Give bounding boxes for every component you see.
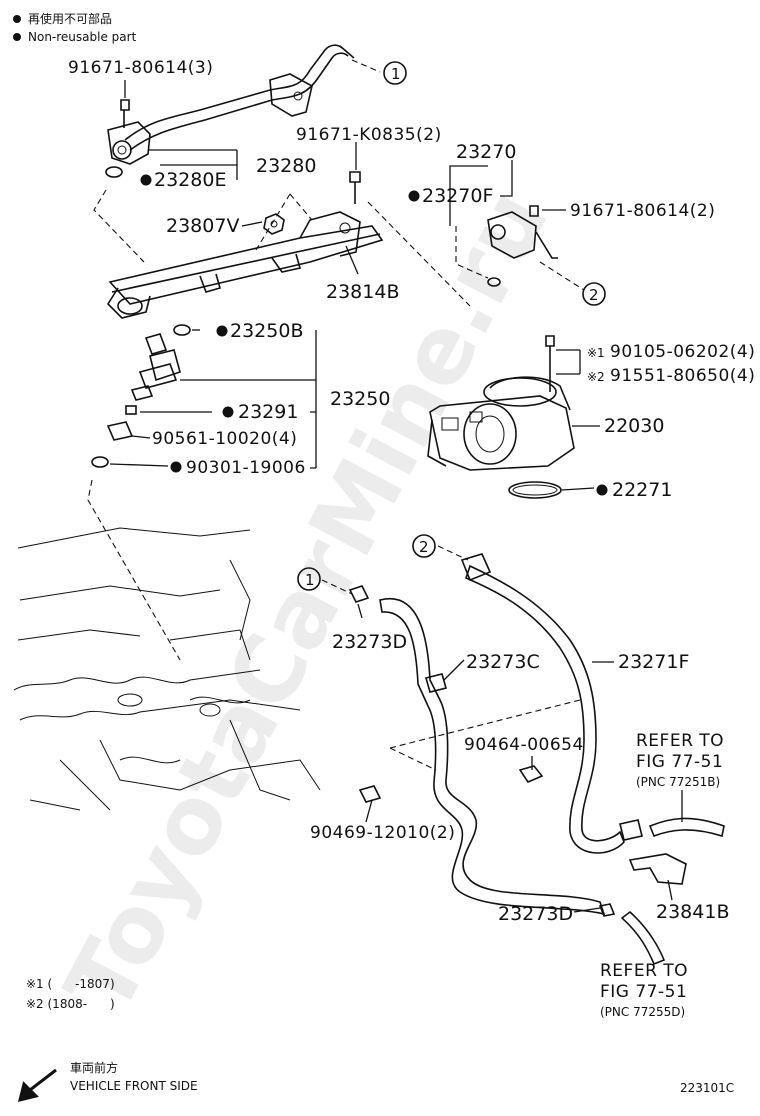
- figure-id: 223101C: [680, 1081, 734, 1095]
- label-23814B[interactable]: 23814B: [326, 281, 399, 303]
- label-23250B[interactable]: 23250B: [230, 320, 303, 342]
- label-91671-80614-2[interactable]: 91671-80614(2): [570, 201, 715, 221]
- label-91671-K0835-2[interactable]: 91671-K0835(2): [296, 125, 442, 145]
- label-91671-80614-3[interactable]: 91671-80614(3): [68, 58, 213, 78]
- legend: 再使用不可部品 Non-reusable part: [13, 11, 137, 44]
- label-90561-10020-4[interactable]: 90561-10020(4): [152, 429, 297, 449]
- refer-block-77251B[interactable]: REFER TO FIG 77-51 (PNC 77251B): [636, 731, 724, 789]
- callout-2-right: 2: [582, 282, 606, 306]
- callout-2-lower-text: 2: [419, 538, 429, 556]
- label-23280E[interactable]: 23280E: [154, 169, 226, 191]
- front-label-jp: 車両前方: [70, 1060, 118, 1075]
- nonreusable-dot-23270F: [408, 190, 420, 202]
- refer-2-line1: REFER TO: [600, 961, 688, 981]
- refer-1-line2: FIG 77-51: [636, 752, 723, 772]
- refer-2-line3: (PNC 77255D): [600, 1005, 685, 1019]
- mark-1: ※1: [587, 346, 605, 360]
- label-23270[interactable]: 23270: [456, 141, 516, 163]
- fuel-hoses: [348, 553, 725, 966]
- nonreusable-dot-22271: [596, 484, 608, 496]
- fuel-pipe-assembly: [107, 44, 355, 165]
- fuel-injector: [91, 166, 191, 468]
- label-23273D-top[interactable]: 23273D: [332, 631, 407, 653]
- refer-1-line1: REFER TO: [636, 731, 724, 751]
- label-90301-19006[interactable]: 90301-19006: [186, 458, 306, 478]
- label-90464-00654[interactable]: 90464-00654: [464, 735, 584, 755]
- mark-2: ※2: [587, 370, 605, 384]
- engine-outline: [13, 527, 321, 811]
- fuel-damper: [487, 205, 558, 287]
- label-23807V[interactable]: 23807V: [166, 215, 239, 237]
- part-labels: 91671-80614(3) 91671-K0835(2) 23280 2328…: [68, 58, 755, 925]
- label-91551-80650-4[interactable]: 91551-80650(4): [610, 366, 755, 386]
- legend-dot-jp: [13, 15, 21, 23]
- legend-dot-en: [13, 33, 21, 41]
- label-23273C[interactable]: 23273C: [466, 651, 540, 673]
- nonreusable-dot-90301-19006: [170, 461, 182, 473]
- refer-1-line3: (PNC 77251B): [636, 775, 720, 789]
- legend-nonreusable-jp: 再使用不可部品: [28, 11, 112, 26]
- label-23291[interactable]: 23291: [238, 401, 298, 423]
- refer-block-77255D[interactable]: REFER TO FIG 77-51 (PNC 77255D): [600, 961, 688, 1019]
- callout-1-lower: 1: [297, 567, 321, 591]
- nonreusable-dot-23250B: [216, 325, 228, 337]
- label-23270F[interactable]: 23270F: [422, 185, 493, 207]
- nonreusable-dot-23291: [222, 406, 234, 418]
- label-23250[interactable]: 23250: [330, 388, 390, 410]
- front-arrow-icon: [17, 1068, 57, 1103]
- callout-2-right-text: 2: [589, 286, 599, 304]
- throttle-body: [427, 335, 575, 499]
- label-23280[interactable]: 23280: [256, 155, 316, 177]
- fuel-rail: [106, 171, 384, 319]
- guide-lines: [87, 59, 585, 771]
- callout-1-top-text: 1: [391, 65, 401, 83]
- label-23841B[interactable]: 23841B: [656, 901, 729, 923]
- legend-nonreusable-en: Non-reusable part: [28, 30, 137, 44]
- callout-1-lower-text: 1: [305, 571, 315, 589]
- label-22271[interactable]: 22271: [612, 479, 672, 501]
- refer-2-line2: FIG 77-51: [600, 982, 687, 1002]
- callout-1-top: 1: [383, 61, 407, 85]
- footnotes: ※1 ( -1807) ※2 (1808- ): [26, 977, 115, 1011]
- label-90469-12010-2[interactable]: 90469-12010(2): [310, 823, 455, 843]
- footnote-2: ※2 (1808- ): [26, 997, 115, 1011]
- footnote-1: ※1 ( -1807): [26, 977, 115, 991]
- label-23271F[interactable]: 23271F: [618, 651, 689, 673]
- callout-2-lower: 2: [412, 534, 436, 558]
- label-90105-06202-4[interactable]: 90105-06202(4): [610, 342, 755, 362]
- nonreusable-dot-23280E: [140, 174, 152, 186]
- label-23273D-bottom[interactable]: 23273D: [498, 903, 573, 925]
- vehicle-front-indicator: 車両前方 VEHICLE FRONT SIDE: [17, 1060, 198, 1103]
- front-label-en: VEHICLE FRONT SIDE: [70, 1079, 198, 1093]
- label-22030[interactable]: 22030: [604, 415, 664, 437]
- leader-lines: [109, 80, 683, 913]
